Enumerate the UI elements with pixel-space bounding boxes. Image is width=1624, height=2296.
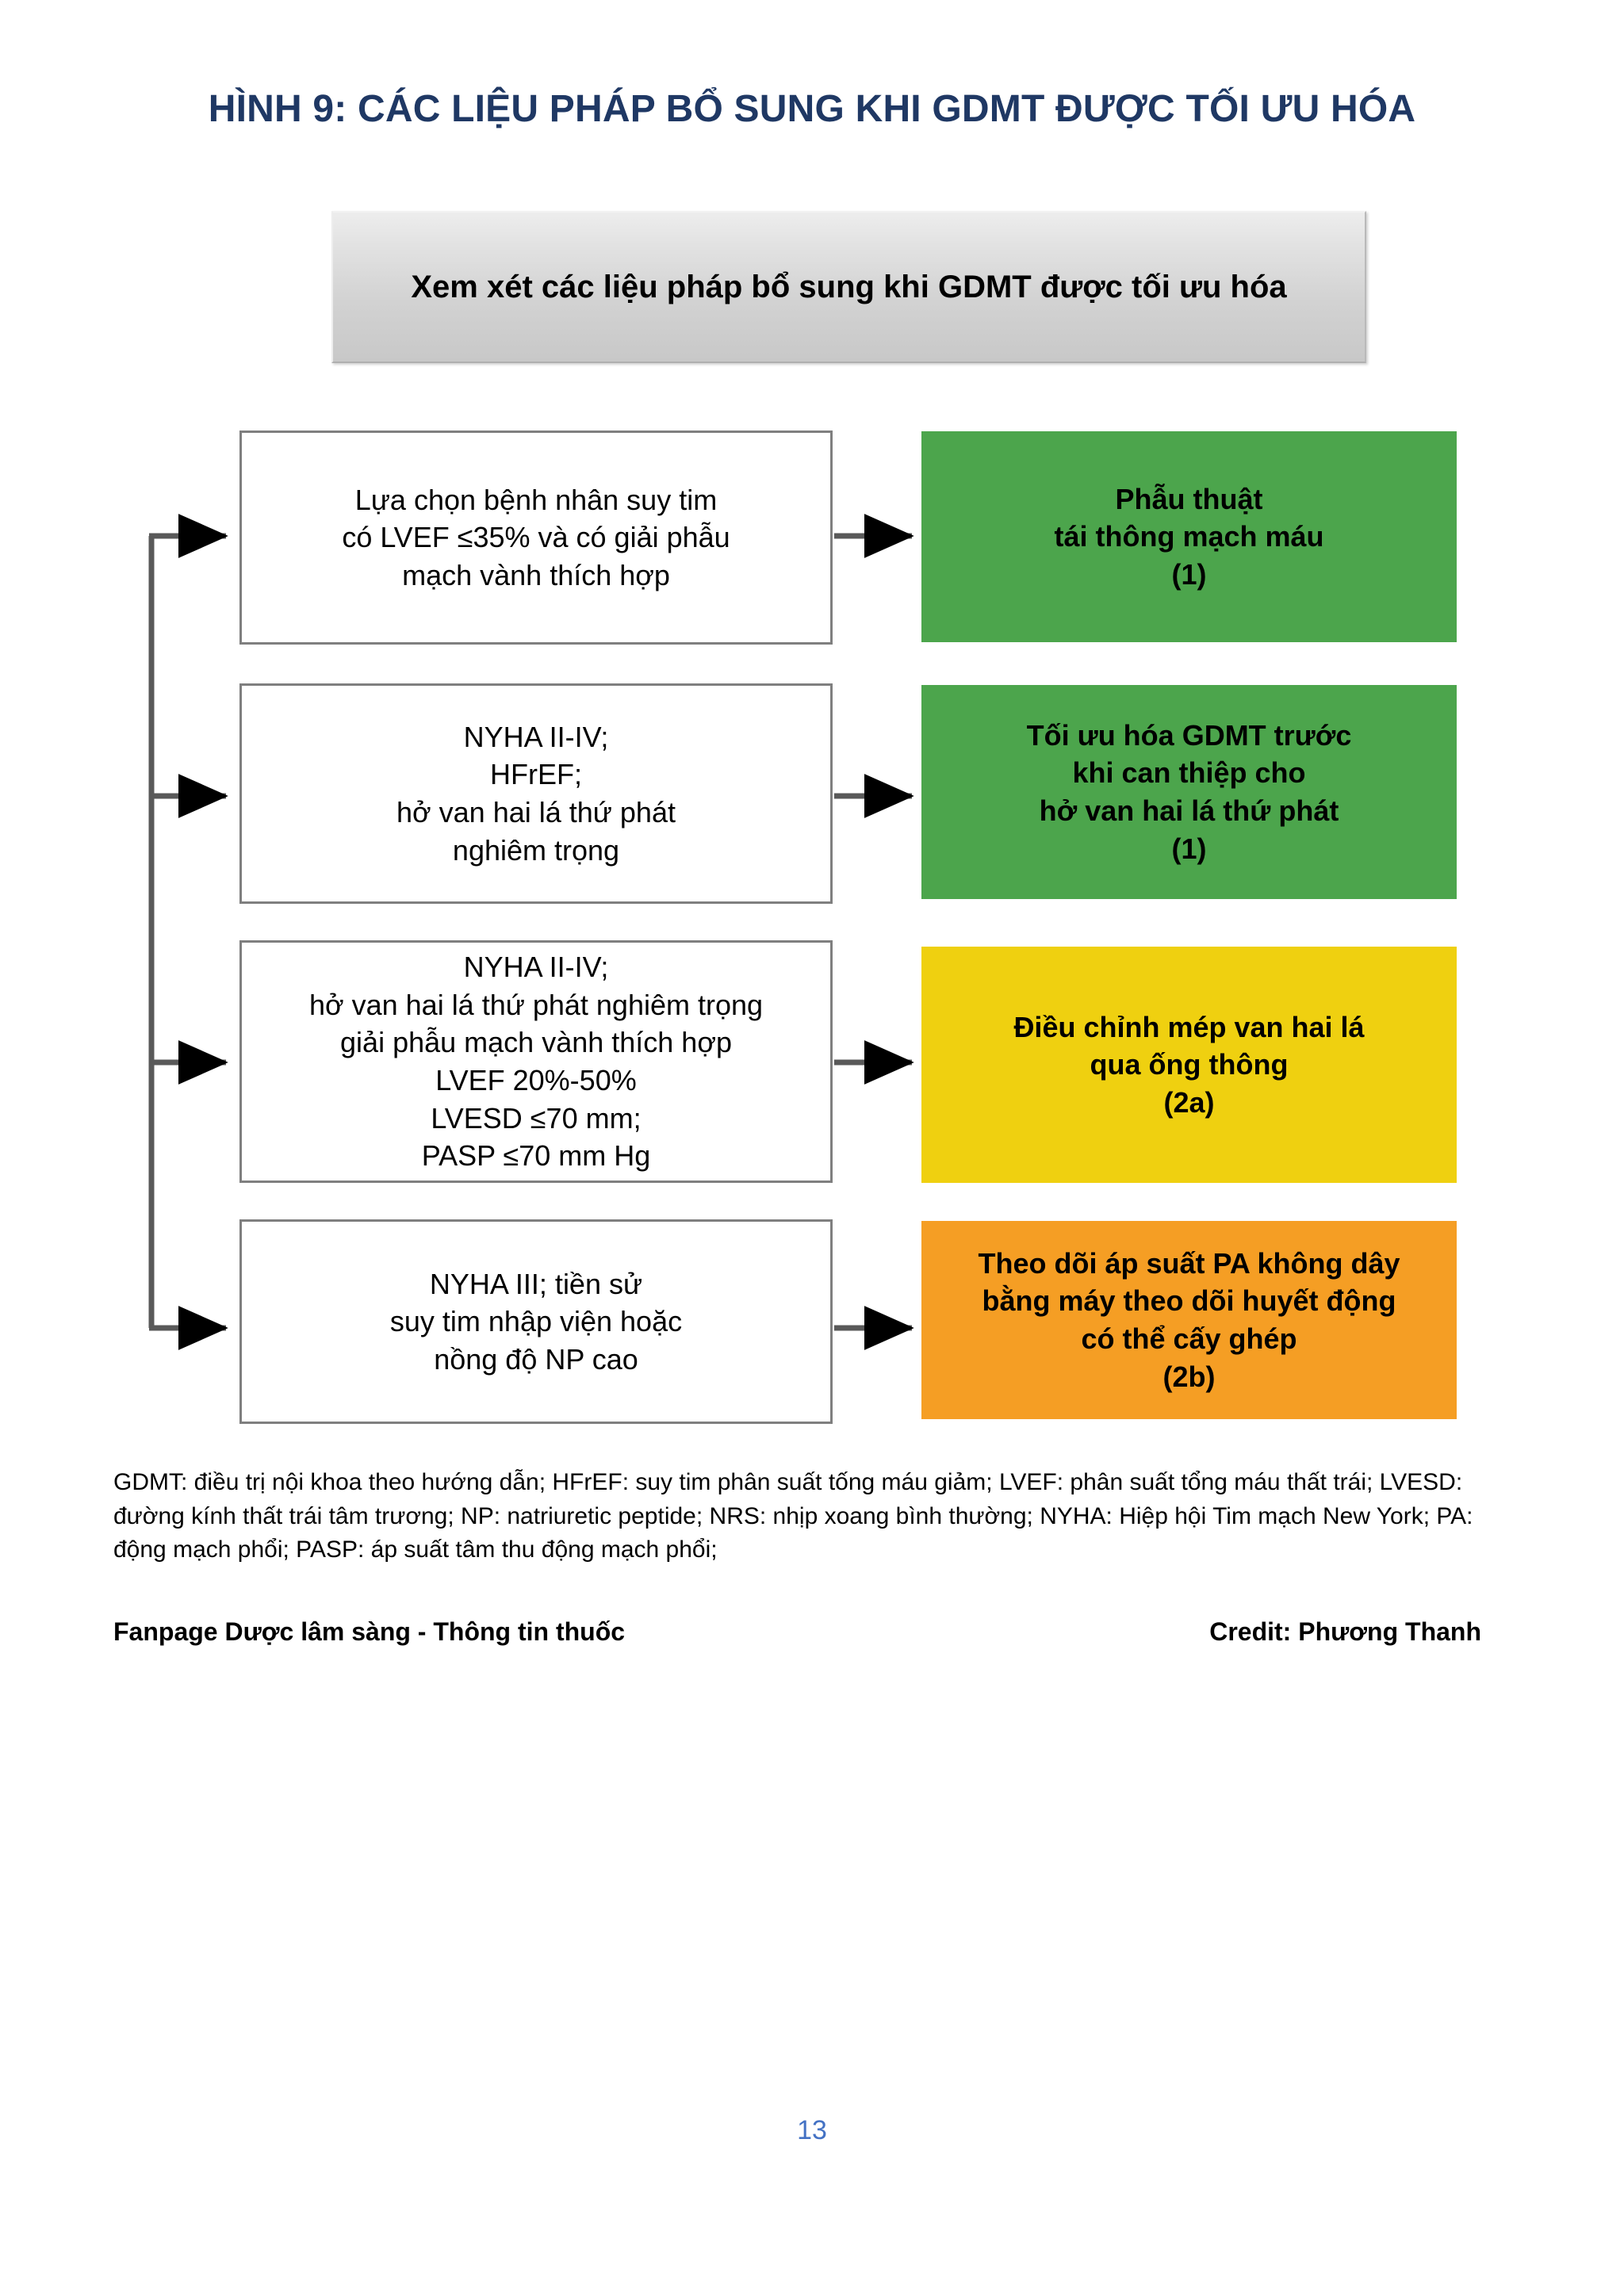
left-branch-arrows <box>149 514 228 1350</box>
criteria-to-therapy-arrows <box>834 514 914 1350</box>
criteria-text-3: NYHA II-IV;hở van hai lá thứ phát nghiêm… <box>308 951 764 1173</box>
footer-row: Fanpage Dược lâm sàng - Thông tin thuốc … <box>113 1617 1509 1654</box>
fanpage-label: Fanpage Dược lâm sàng - Thông tin thuốc <box>113 1617 626 1646</box>
credit-label: Credit: Phương Thanh <box>1209 1617 1481 1646</box>
abbreviations-footnote: GDMT: điều trị nội khoa theo hướng dẫn; … <box>113 1469 1473 1563</box>
page-number: 13 <box>797 2115 827 2145</box>
header-banner-label: Xem xét các liệu pháp bổ sung khi GDMT đ… <box>411 270 1287 304</box>
criteria-box-3: NYHA II-IV;hở van hai lá thứ phát nghiêm… <box>239 940 833 1183</box>
page-title: HÌNH 9: CÁC LIỆU PHÁP BỔ SUNG KHI GDMT Đ… <box>208 88 1416 130</box>
header-banner: Xem xét các liệu pháp bổ sung khi GDMT đ… <box>331 211 1366 363</box>
